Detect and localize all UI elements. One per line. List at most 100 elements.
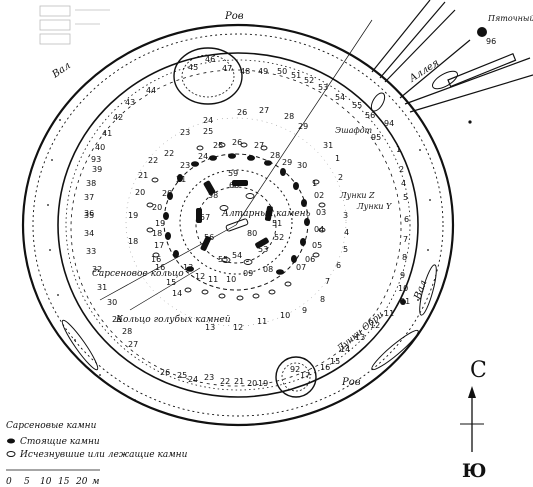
svg-text:27: 27 [254, 141, 264, 150]
svg-text:36: 36 [84, 209, 94, 218]
scale-tick-15: 15 [58, 477, 70, 487]
ditch-label-top: Ров [224, 11, 244, 22]
scale-tick-20: 20 [75, 477, 88, 487]
legend-missing-swatch [6, 451, 16, 457]
svg-text:52: 52 [304, 76, 314, 85]
scale-tick-5: 5 [24, 477, 30, 487]
svg-text:32: 32 [92, 265, 102, 274]
svg-text:13: 13 [183, 263, 193, 272]
svg-text:19: 19 [258, 379, 268, 388]
svg-text:38: 38 [86, 179, 96, 188]
compass-south: Ю [462, 460, 486, 482]
svg-text:26: 26 [160, 368, 170, 377]
svg-text:6: 6 [404, 215, 409, 224]
svg-text:96: 96 [486, 37, 496, 46]
compass: С Ю [460, 358, 487, 482]
svg-text:21: 21 [234, 377, 244, 386]
svg-text:16: 16 [320, 363, 330, 372]
svg-text:37: 37 [84, 193, 94, 202]
svg-text:20: 20 [152, 203, 162, 212]
svg-text:41: 41 [102, 129, 112, 138]
svg-text:28: 28 [270, 151, 280, 160]
svg-text:46: 46 [205, 55, 215, 64]
svg-text:50: 50 [277, 67, 287, 76]
svg-text:10: 10 [398, 284, 408, 293]
svg-text:54: 54 [232, 251, 242, 260]
svg-text:8: 8 [320, 295, 325, 304]
svg-text:21: 21 [138, 171, 148, 180]
compass-north: С [470, 358, 487, 383]
svg-text:14: 14 [172, 289, 182, 298]
svg-text:11: 11 [208, 275, 218, 284]
svg-text:10: 10 [226, 275, 236, 284]
legend-standing-label: Стоящие камни [20, 437, 100, 447]
svg-text:04: 04 [314, 225, 324, 234]
svg-text:26: 26 [237, 108, 247, 117]
svg-text:24: 24 [198, 152, 208, 161]
svg-text:27: 27 [259, 106, 269, 115]
svg-text:95: 95 [371, 133, 381, 142]
svg-text:52: 52 [274, 233, 284, 242]
svg-text:2: 2 [399, 165, 404, 174]
solstice-lines [99, 19, 373, 311]
svg-text:1: 1 [335, 154, 340, 163]
y-holes-ring [125, 117, 347, 327]
svg-text:9: 9 [400, 271, 405, 280]
svg-text:12: 12 [370, 321, 380, 330]
svg-text:28: 28 [122, 327, 132, 336]
svg-text:14: 14 [340, 345, 350, 354]
svg-text:51: 51 [272, 219, 282, 228]
inner-horseshoe [195, 186, 277, 264]
svg-text:21: 21 [176, 175, 186, 184]
scale-unit: м [92, 477, 99, 487]
svg-text:30: 30 [297, 161, 307, 170]
standing-sarsens [163, 153, 310, 275]
svg-text:09: 09 [243, 269, 253, 278]
svg-text:11: 11 [384, 309, 394, 318]
svg-text:4: 4 [344, 228, 349, 237]
svg-text:22: 22 [148, 156, 158, 165]
bank-hollows [61, 70, 458, 371]
svg-text:1: 1 [312, 179, 317, 188]
fallen-stones [146, 142, 326, 301]
svg-text:28: 28 [284, 112, 294, 121]
svg-text:16: 16 [155, 263, 165, 272]
svg-text:43: 43 [125, 98, 135, 107]
svg-text:13: 13 [355, 333, 365, 342]
svg-text:80: 80 [247, 229, 257, 238]
svg-text:93: 93 [91, 155, 101, 164]
north-barrow [173, 47, 243, 105]
svg-text:19: 19 [128, 211, 138, 220]
svg-text:47: 47 [222, 64, 232, 73]
aubrey-holes-ring [70, 69, 402, 387]
svg-text:49: 49 [258, 67, 268, 76]
svg-text:18: 18 [128, 237, 138, 246]
svg-text:06: 06 [305, 255, 315, 264]
sarsen-ring-label: Сарсеновое кольцо [92, 269, 184, 279]
svg-text:29: 29 [112, 315, 122, 324]
svg-text:1: 1 [396, 145, 401, 154]
svg-text:7: 7 [325, 277, 330, 286]
svg-text:59: 59 [228, 169, 238, 178]
scale-tick-0: 0 [6, 477, 12, 487]
svg-text:17: 17 [154, 241, 164, 250]
svg-text:33: 33 [86, 247, 96, 256]
svg-text:53: 53 [318, 83, 328, 92]
bluestone-ring-label: Кольцо голубых камней [115, 314, 231, 325]
svg-text:5: 5 [343, 245, 348, 254]
bank-stipple [47, 119, 431, 401]
svg-text:20: 20 [247, 379, 257, 388]
svg-text:18: 18 [152, 229, 162, 238]
svg-text:6: 6 [336, 261, 341, 270]
svg-text:19: 19 [155, 219, 165, 228]
svg-text:39: 39 [92, 165, 102, 174]
svg-text:57: 57 [200, 213, 210, 222]
svg-text:24: 24 [203, 116, 213, 125]
svg-text:12: 12 [195, 272, 205, 281]
svg-text:92: 92 [290, 365, 300, 374]
svg-text:29: 29 [298, 122, 308, 131]
svg-text:17: 17 [300, 371, 310, 380]
svg-text:30: 30 [107, 298, 117, 307]
